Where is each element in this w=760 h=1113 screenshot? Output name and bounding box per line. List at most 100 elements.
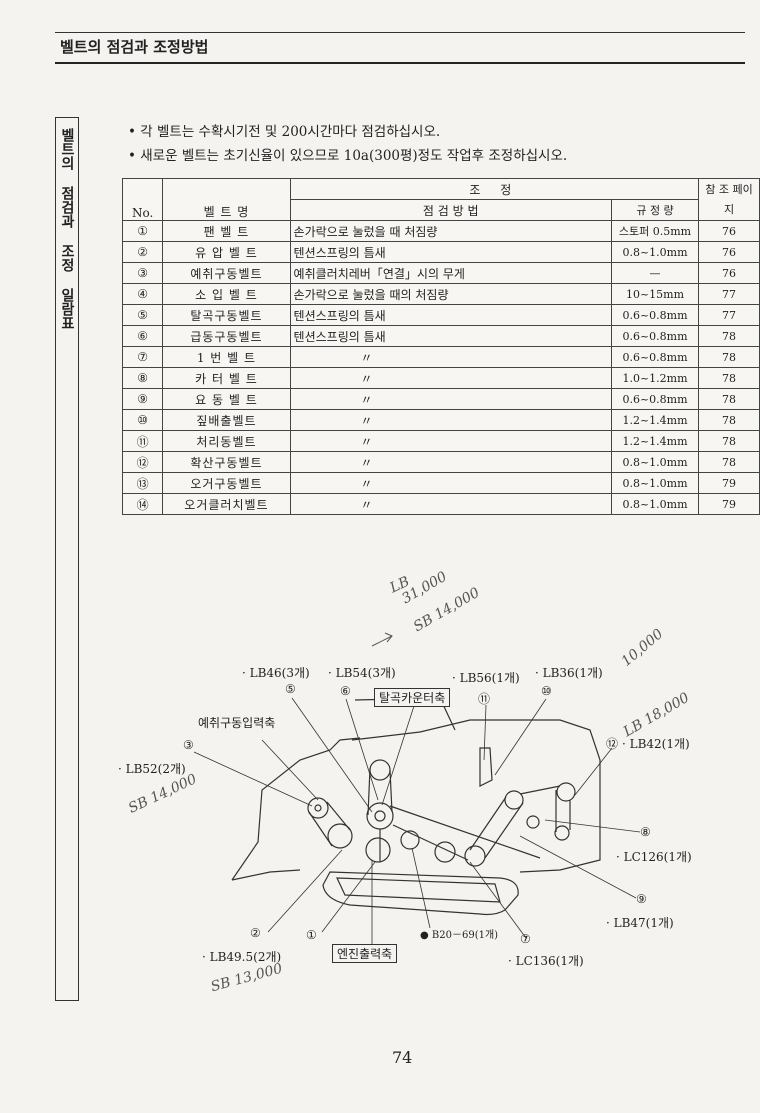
marker-9: ⑨ xyxy=(636,892,647,906)
row-spec-cell: 1.0~1.2mm xyxy=(610,367,700,389)
pulley xyxy=(307,797,329,819)
row-no-cell: ② xyxy=(121,241,164,263)
row-spec-cell: 0.8~1.0mm xyxy=(610,472,700,494)
header-method: 점 검 방 법 xyxy=(289,199,612,221)
row-spec-cell: 0.6~0.8mm xyxy=(610,325,700,347)
row-spec-cell: 1.2~1.4mm xyxy=(610,430,700,452)
table-header-row: No. 벨 트 명 조 정 참 조 페이지 xyxy=(121,178,760,221)
crawler-track xyxy=(322,871,519,916)
row-no-cell: ④ xyxy=(121,283,164,305)
note-item: 각 벨트는 수확시기전 및 200시간마다 점검하십시오. xyxy=(128,120,567,144)
label-b20: ● B20－69(1개) xyxy=(420,930,499,941)
row-name-cell: 짚배출벨트 xyxy=(162,409,291,431)
row-name-cell: 오거구동벨트 xyxy=(162,472,291,494)
row-page-cell: 76 xyxy=(698,220,760,242)
combine-belt-diagram xyxy=(193,632,641,946)
row-no-cell: ⑦ xyxy=(121,346,164,368)
row-no-cell: ⑨ xyxy=(121,388,164,410)
header-top-rule xyxy=(55,32,745,33)
header-page: 참 조 페이지 xyxy=(698,178,760,221)
marker-6: ⑥ xyxy=(340,684,351,698)
note-item: 새로운 벨트는 초기신율이 있으므로 10a(300평)정도 작업후 조정하십시… xyxy=(128,144,567,168)
row-method-cell: 〃 xyxy=(289,451,612,473)
row-spec-cell: 0.6~0.8mm xyxy=(610,346,700,368)
row-page-cell: 78 xyxy=(698,430,760,452)
row-page-cell: 78 xyxy=(698,409,760,431)
header-spec: 규 정 량 xyxy=(610,199,700,221)
row-page-cell: 78 xyxy=(698,346,760,368)
label-lb495: · LB49.5(2개) xyxy=(202,950,282,964)
marker-1: ① xyxy=(306,928,317,942)
row-method-cell: 〃 xyxy=(289,472,612,494)
row-method-cell: 〃 xyxy=(289,430,612,452)
label-reaping-input-shaft: 예취구동입력축 xyxy=(198,716,276,730)
marker-5: ⑤ xyxy=(285,682,296,696)
counter-shaft xyxy=(479,747,493,787)
header-no: No. xyxy=(121,178,164,221)
row-spec-cell: 0.8~1.0mm xyxy=(610,451,700,473)
label-lb36: · LB36(1개) xyxy=(535,666,603,680)
row-method-cell: 〃 xyxy=(289,346,612,368)
row-method-cell: 〃 xyxy=(289,367,612,389)
row-spec-cell: 스토퍼 0.5mm xyxy=(610,220,700,242)
marker-10: ⑩ xyxy=(541,684,552,698)
row-name-cell: 처리동벨트 xyxy=(162,430,291,452)
label-lb56: · LB56(1개) xyxy=(452,671,520,685)
row-no-cell: ⑩ xyxy=(121,409,164,431)
side-title-box: 벨트의 점검과 조정 일람표 xyxy=(55,117,79,1001)
row-method-cell: 손가락으로 눌렀을 때의 처짐량 xyxy=(289,283,612,305)
row-page-cell: 78 xyxy=(698,325,760,347)
row-name-cell: 유 압 벨 트 xyxy=(162,241,291,263)
row-no-cell: ⑤ xyxy=(121,304,164,326)
row-spec-cell: 10~15mm xyxy=(610,283,700,305)
row-method-cell: 〃 xyxy=(289,409,612,431)
header-adjust: 조 정 xyxy=(289,178,700,200)
label-lb42: · LB42(1개) xyxy=(622,737,690,751)
label-lb54: · LB54(3개) xyxy=(328,666,396,680)
label-thresh-counter-shaft: 탈곡카운터축 xyxy=(374,688,451,707)
row-no-cell: ⑥ xyxy=(121,325,164,347)
row-method-cell: 텐션스프링의 틈새 xyxy=(289,325,612,347)
body-outline xyxy=(351,719,601,873)
row-name-cell: 급동구동벨트 xyxy=(162,325,291,347)
marker-2: ② xyxy=(250,926,261,940)
row-page-cell: 78 xyxy=(698,388,760,410)
row-method-cell: 텐션스프링의 틈새 xyxy=(289,304,612,326)
marker-11: ⑪ xyxy=(478,692,491,706)
label-lc136: · LC136(1개) xyxy=(508,954,584,968)
row-method-cell: 〃 xyxy=(289,388,612,410)
row-name-cell: 확산구동벨트 xyxy=(162,451,291,473)
notes: 각 벨트는 수확시기전 및 200시간마다 점검하십시오. 새로운 벨트는 초기… xyxy=(128,120,567,168)
header-bottom-rule xyxy=(55,62,745,64)
row-no-cell: ⑧ xyxy=(121,367,164,389)
row-no-cell: ① xyxy=(121,220,164,242)
row-method-cell: 손가락으로 눌렀을 때 처짐량 xyxy=(289,220,612,242)
label-lc126: · LC126(1개) xyxy=(616,850,692,864)
row-no-cell: ⑪ xyxy=(121,430,164,452)
row-name-cell: 팬 벨 트 xyxy=(162,220,291,242)
row-no-cell: ⑬ xyxy=(121,472,164,494)
row-spec-cell: 0.8~1.0mm xyxy=(610,493,700,515)
marker-7: ⑦ xyxy=(520,932,531,946)
row-page-cell: 78 xyxy=(698,451,760,473)
row-method-cell: 〃 xyxy=(289,493,612,515)
page-title: 벨트의 점검과 조정방법 xyxy=(60,38,209,56)
row-page-cell: 79 xyxy=(698,493,760,515)
row-page-cell: 79 xyxy=(698,472,760,494)
row-name-cell: 예취구동벨트 xyxy=(162,262,291,284)
row-name-cell: 요 동 벨 트 xyxy=(162,388,291,410)
row-page-cell: 77 xyxy=(698,304,760,326)
row-page-cell: 78 xyxy=(698,367,760,389)
row-page-cell: 77 xyxy=(698,283,760,305)
